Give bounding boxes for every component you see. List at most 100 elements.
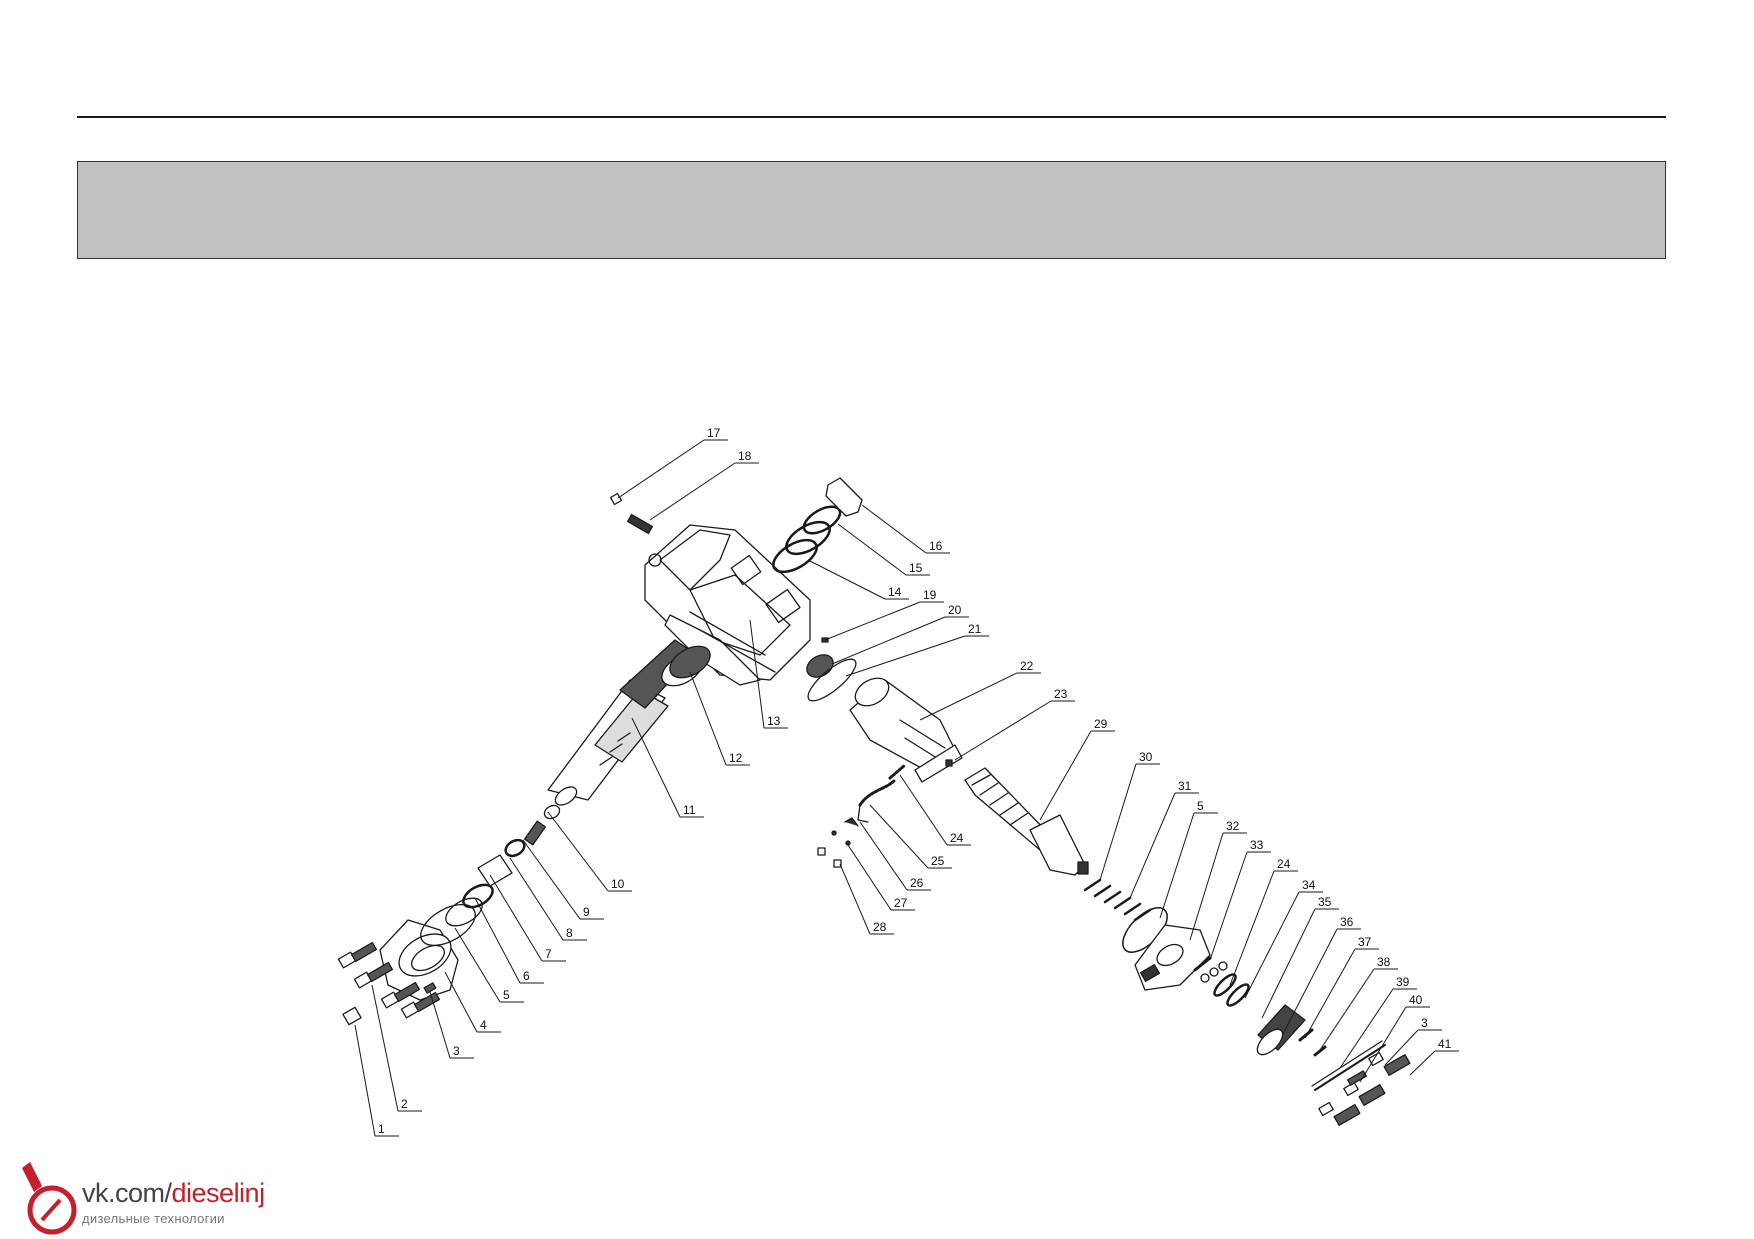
callout-label: 16 (929, 539, 943, 553)
callout-label: 17 (707, 426, 721, 440)
callout-label: 27 (894, 896, 908, 910)
callout-leader (1129, 792, 1176, 899)
callout-label: 19 (923, 588, 937, 602)
callout-leader (1339, 988, 1394, 1069)
callout-leader (1039, 730, 1092, 821)
callout-label: 10 (611, 877, 625, 891)
callout-leader (454, 927, 501, 1003)
callout-label: 8 (566, 926, 573, 940)
callout-leader (1159, 812, 1195, 919)
callout-leader (1304, 948, 1356, 1039)
callout-leader (899, 774, 948, 846)
callout-label: 11 (683, 803, 696, 817)
callout-label: 5 (503, 988, 510, 1002)
callout-label: 12 (729, 751, 743, 765)
callout-leader (689, 671, 727, 766)
callout-label: 2 (401, 1097, 408, 1111)
callout-label: 36 (1340, 915, 1354, 929)
callout-leader (429, 991, 451, 1059)
callout-leader (861, 504, 927, 554)
callout-leader (649, 462, 736, 521)
callout-leader (807, 559, 886, 600)
callout-label: 15 (909, 561, 923, 575)
callout-label: 13 (767, 714, 781, 728)
callout-label: 26 (910, 876, 924, 890)
callout-leader (1261, 908, 1316, 1019)
callout-label: 29 (1094, 717, 1108, 731)
callout-label: 23 (1054, 687, 1068, 701)
dieselinj-logo-icon (22, 1162, 77, 1235)
callout-label: 21 (968, 622, 982, 636)
callout-leader (839, 863, 871, 935)
callout-label: 14 (888, 585, 902, 599)
callout-label: 3 (1421, 1016, 1428, 1030)
callout-label: 41 (1438, 1037, 1452, 1051)
callout-label: 32 (1226, 819, 1240, 833)
callout-leader (522, 839, 581, 920)
callout-label: 4 (480, 1018, 487, 1032)
callout-label: 9 (583, 905, 590, 919)
header-rule (77, 116, 1666, 118)
callout-leader (489, 874, 543, 962)
callout-label: 22 (1020, 659, 1034, 673)
callout-leader (749, 619, 765, 729)
title-banner (77, 161, 1666, 259)
callout-leader (1229, 870, 1275, 986)
front-cover-drawing (379, 919, 459, 1001)
top-parts-drawing (609, 477, 863, 574)
callout-label: 1 (378, 1122, 385, 1136)
callout-label: 28 (873, 920, 887, 934)
callout-leader (617, 439, 705, 499)
callout-label: 38 (1377, 955, 1391, 969)
callout-leader (1319, 968, 1375, 1051)
back-plate-drawing (1311, 1040, 1386, 1091)
callout-label: 24 (1277, 857, 1291, 871)
callout-label: 30 (1139, 750, 1153, 764)
valve-group-drawing (806, 637, 963, 783)
small-parts-drawing (817, 759, 953, 868)
part-drawings (337, 477, 1411, 1126)
part-callouts: 1234567891011121314151617181920212223242… (354, 426, 1459, 1137)
callout-label: 35 (1318, 895, 1332, 909)
seal-rings-left-drawing (420, 804, 561, 947)
callout-leader (1409, 1050, 1436, 1076)
callout-label: 24 (950, 831, 964, 845)
callout-leader (919, 672, 1018, 721)
callout-leader (831, 616, 946, 665)
pump-housing-drawing (644, 524, 811, 686)
callout-label: 37 (1358, 935, 1372, 949)
callout-leader (444, 971, 478, 1033)
callout-leader (1359, 1006, 1407, 1083)
callout-leader (371, 984, 399, 1112)
callout-leader (1099, 763, 1137, 881)
callout-label: 33 (1250, 838, 1264, 852)
callout-leader (1244, 891, 1300, 999)
callout-label: 39 (1396, 975, 1410, 989)
callout-label: 6 (523, 969, 530, 983)
callout-leader (1209, 851, 1248, 961)
callout-label: 5 (1197, 799, 1204, 813)
callout-leader (824, 601, 921, 641)
watermark-subtitle: дизельные технологии (82, 1211, 225, 1226)
callout-leader (954, 700, 1052, 761)
callout-label: 18 (738, 449, 752, 463)
screws-left-drawing (337, 941, 441, 1026)
callout-leader (859, 821, 908, 891)
injector-drawing (964, 767, 1089, 876)
callout-leader (1189, 832, 1224, 941)
screws-right-drawing (1318, 1051, 1411, 1126)
callout-leader (354, 1024, 376, 1137)
callout-leader (547, 811, 609, 892)
callout-label: 25 (931, 854, 945, 868)
callout-label: 7 (545, 947, 552, 961)
callout-leader (845, 635, 966, 677)
callout-leader (869, 804, 929, 869)
seal-rings-right-drawing (1083, 878, 1168, 953)
watermark-url: vk.com/dieselinj (82, 1178, 265, 1208)
callout-leader (474, 897, 521, 984)
callout-leader (509, 857, 564, 941)
callout-label: 31 (1178, 779, 1192, 793)
callout-label: 20 (948, 603, 962, 617)
callout-label: 40 (1409, 993, 1423, 1007)
